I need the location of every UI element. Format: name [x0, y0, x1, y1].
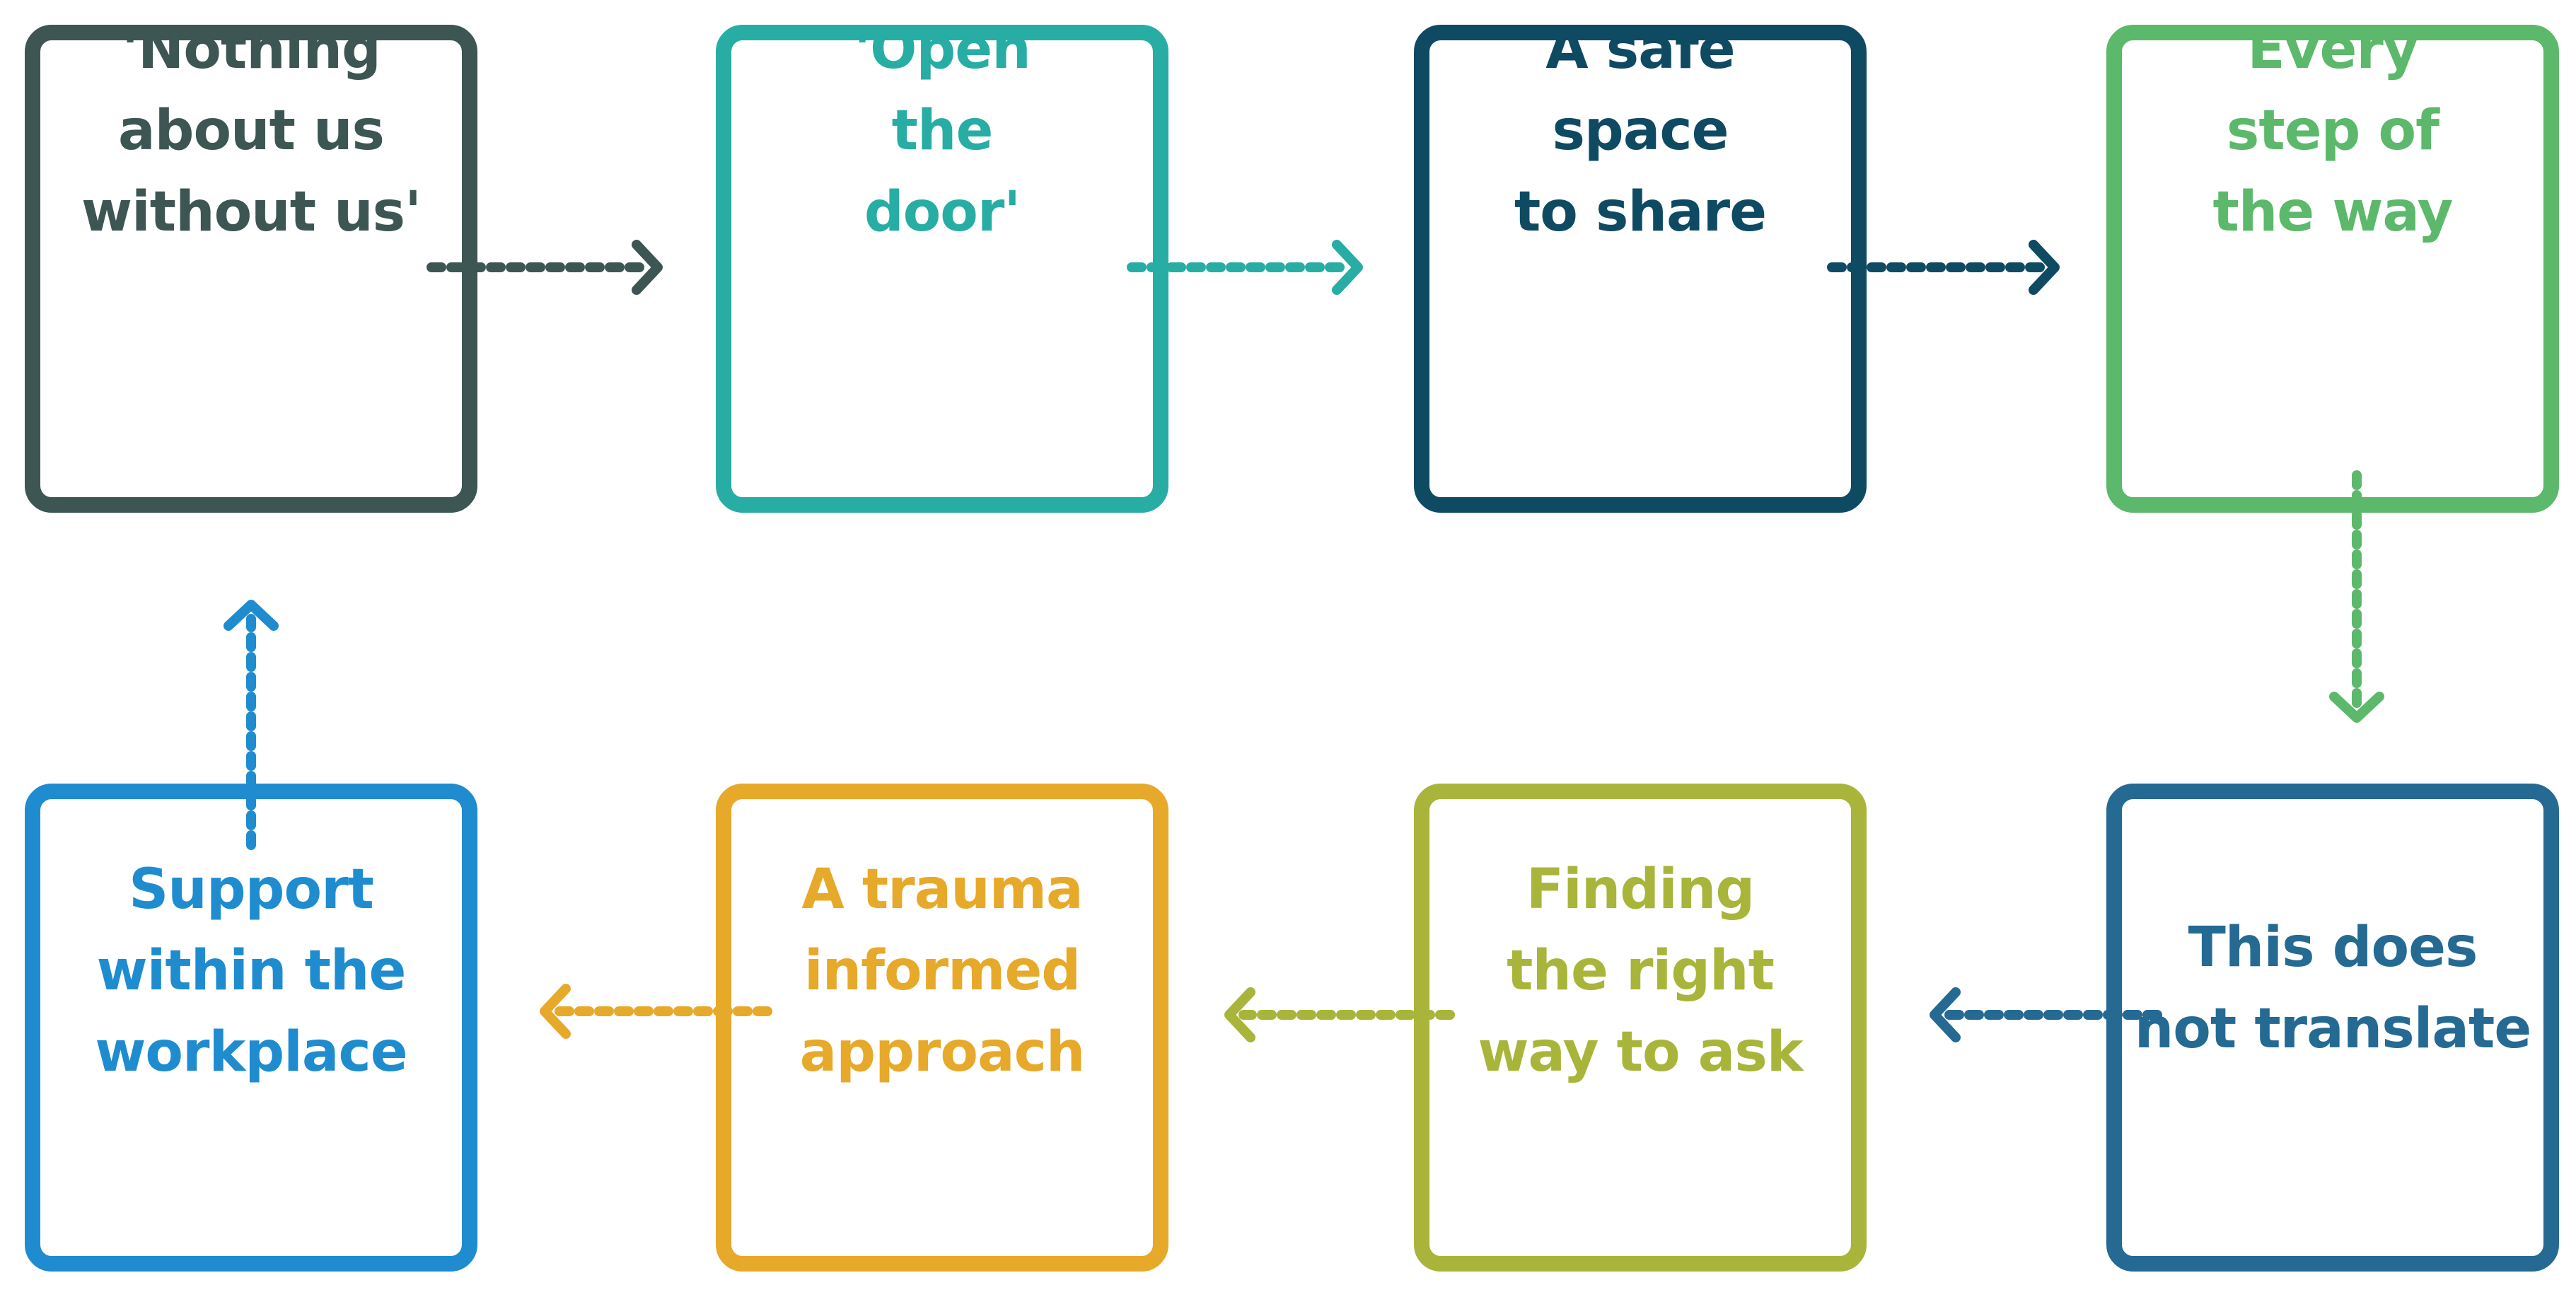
step-label: Every step of the way — [2212, 17, 2453, 244]
step-box-open-the-door: 'Open the door' — [716, 18, 1168, 513]
step-label: A safe space to share — [1514, 17, 1767, 244]
step-label: Support within the workplace — [95, 857, 407, 1084]
arrow-b1-b2 — [427, 240, 663, 295]
arrow-b4-b5 — [2329, 470, 2384, 723]
step-label: Finding the right way to ask — [1478, 857, 1803, 1084]
arrow-b8-b1 — [224, 600, 279, 850]
arrow-b5-b6 — [1930, 987, 2162, 1042]
step-box-right-way-to-ask: Finding the right way to ask — [1414, 784, 1867, 1272]
step-box-trauma-informed: A trauma informed approach — [716, 784, 1168, 1272]
step-label: 'Open the door' — [854, 17, 1031, 244]
step-box-support-workplace: Support within the workplace — [25, 784, 477, 1272]
step-label: A trauma informed approach — [799, 857, 1086, 1084]
arrow-b2-b3 — [1127, 240, 1363, 295]
step-box-nothing-about-us: 'Nothing about us without us' — [25, 18, 477, 513]
step-box-does-not-translate: This does not translate — [2106, 784, 2559, 1272]
step-box-safe-space: A safe space to share — [1414, 18, 1867, 513]
step-label: 'Nothing about us without us' — [81, 17, 422, 244]
step-label: This does not translate — [2134, 916, 2531, 1061]
arrow-b3-b4 — [1827, 240, 2060, 295]
arrow-b6-b7 — [1224, 987, 1455, 1042]
step-box-every-step: Every step of the way — [2106, 18, 2559, 513]
arrow-b7-b8 — [540, 984, 772, 1039]
